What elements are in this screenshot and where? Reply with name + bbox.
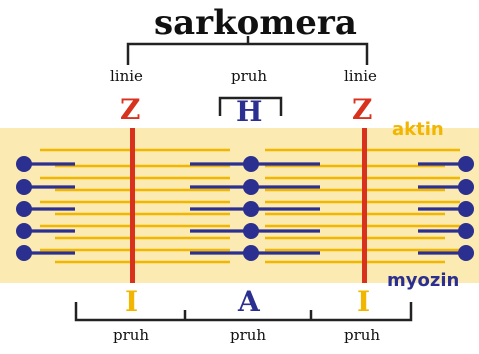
i-band-right-caption: pruh <box>344 326 381 344</box>
myosin-head <box>243 245 259 261</box>
z-line-left-letter: Z <box>120 93 141 126</box>
myosin-head <box>243 223 259 239</box>
myosin-head <box>16 245 32 261</box>
h-band-bracket <box>218 96 283 116</box>
myosin-head <box>458 245 474 261</box>
z-line-left <box>130 128 135 283</box>
a-band-letter: A <box>238 285 260 318</box>
myosin-head <box>16 179 32 195</box>
myosin-head <box>458 201 474 217</box>
myosin-head <box>16 223 32 239</box>
sarcomere-band-background <box>0 128 479 283</box>
myosin-head <box>458 223 474 239</box>
i-band-left-letter: I <box>125 285 139 318</box>
myosin-head <box>458 156 474 172</box>
h-band-letter: H <box>236 95 263 128</box>
bottom-band-bracket <box>74 302 413 322</box>
h-band-caption: pruh <box>231 67 268 85</box>
sarcomere-bracket <box>126 36 369 65</box>
myosin-filaments <box>16 156 474 261</box>
i-band-right-letter: I <box>357 285 371 318</box>
z-line-right-letter: Z <box>352 93 373 126</box>
diagram-title: sarkomera <box>154 3 357 43</box>
z-line-right <box>362 128 367 283</box>
z-line-right-caption: linie <box>344 67 377 85</box>
myosin-head <box>243 201 259 217</box>
myosin-head <box>16 156 32 172</box>
myosin-label: myozin <box>387 270 460 291</box>
actin-label: aktin <box>392 119 444 140</box>
i-band-left-caption: pruh <box>113 326 150 344</box>
myosin-head <box>243 179 259 195</box>
a-band-caption: pruh <box>230 326 267 344</box>
z-line-left-caption: linie <box>110 67 143 85</box>
myosin-head <box>458 179 474 195</box>
myosin-head <box>243 156 259 172</box>
myosin-head <box>16 201 32 217</box>
